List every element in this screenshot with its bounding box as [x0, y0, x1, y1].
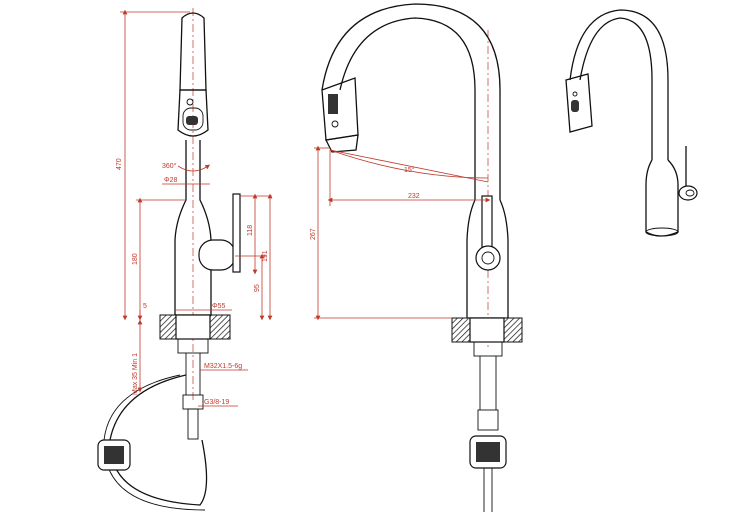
dim-base-diameter: Φ55 [212, 303, 225, 310]
persp-spray-head [565, 73, 593, 133]
spray-head-top [179, 12, 207, 91]
dim-height-95: 95 [254, 284, 261, 292]
spray-head [177, 89, 209, 137]
dim-height-total: 470 [116, 158, 123, 170]
dim-rotation: 360° [162, 162, 177, 170]
perspective-view [565, 9, 698, 237]
dim-thread-hose: G3/8-19 [204, 399, 229, 406]
dim-height-267: 267 [310, 228, 317, 240]
gooseneck-outer-2 [321, 3, 501, 200]
side-handle-cap-icon [481, 251, 495, 265]
mounting-nut [177, 338, 209, 354]
pull-out-hose [109, 374, 208, 506]
dim-spray-angle: 15° [404, 166, 415, 174]
hose-lower [187, 408, 199, 440]
handle-lever [232, 193, 241, 273]
side-deck-gap [469, 317, 505, 343]
hose-weight-clip [104, 446, 124, 464]
dim-spout-diameter: Φ28 [164, 177, 177, 184]
persp-handle [678, 185, 698, 201]
handle-body [198, 239, 236, 271]
dim-deck-thickness: 5 [143, 303, 147, 310]
side-spray-tip [325, 134, 359, 153]
side-hose-weight-clip [476, 442, 500, 462]
front-view: 470 360° Φ28 180 118 191 95 Φ55 5 Max 35… [97, 8, 273, 511]
spray-indicator-icon [186, 98, 194, 106]
persp-base [645, 227, 679, 237]
gooseneck-outer [339, 17, 476, 200]
dim-thread-main: M32X1.5-6g [204, 363, 242, 370]
side-spray-button-icon [328, 94, 338, 114]
dim-max-deck: Max 35 Min 1 [132, 353, 139, 395]
persp-gooseneck-outer [569, 9, 669, 160]
persp-indicator-icon [572, 91, 578, 97]
persp-body [645, 159, 679, 237]
dim-height-180: 180 [132, 253, 139, 265]
side-hose-connector [477, 409, 499, 431]
persp-gooseneck-inner [579, 17, 653, 160]
spray-button-icon [182, 107, 204, 131]
side-handle-knob [475, 245, 501, 271]
side-spray-indicator-icon [331, 120, 339, 128]
spray-nozzle-icon [186, 116, 198, 125]
persp-spray-button-icon [571, 100, 579, 112]
persp-handle-cap-icon [685, 189, 695, 197]
deck-gap [175, 314, 211, 340]
dim-handle-height: 118 [247, 225, 254, 236]
side-mounting-nut [473, 341, 503, 357]
dim-reach: 232 [408, 193, 420, 200]
side-view: 15° 232 267 [310, 3, 523, 512]
